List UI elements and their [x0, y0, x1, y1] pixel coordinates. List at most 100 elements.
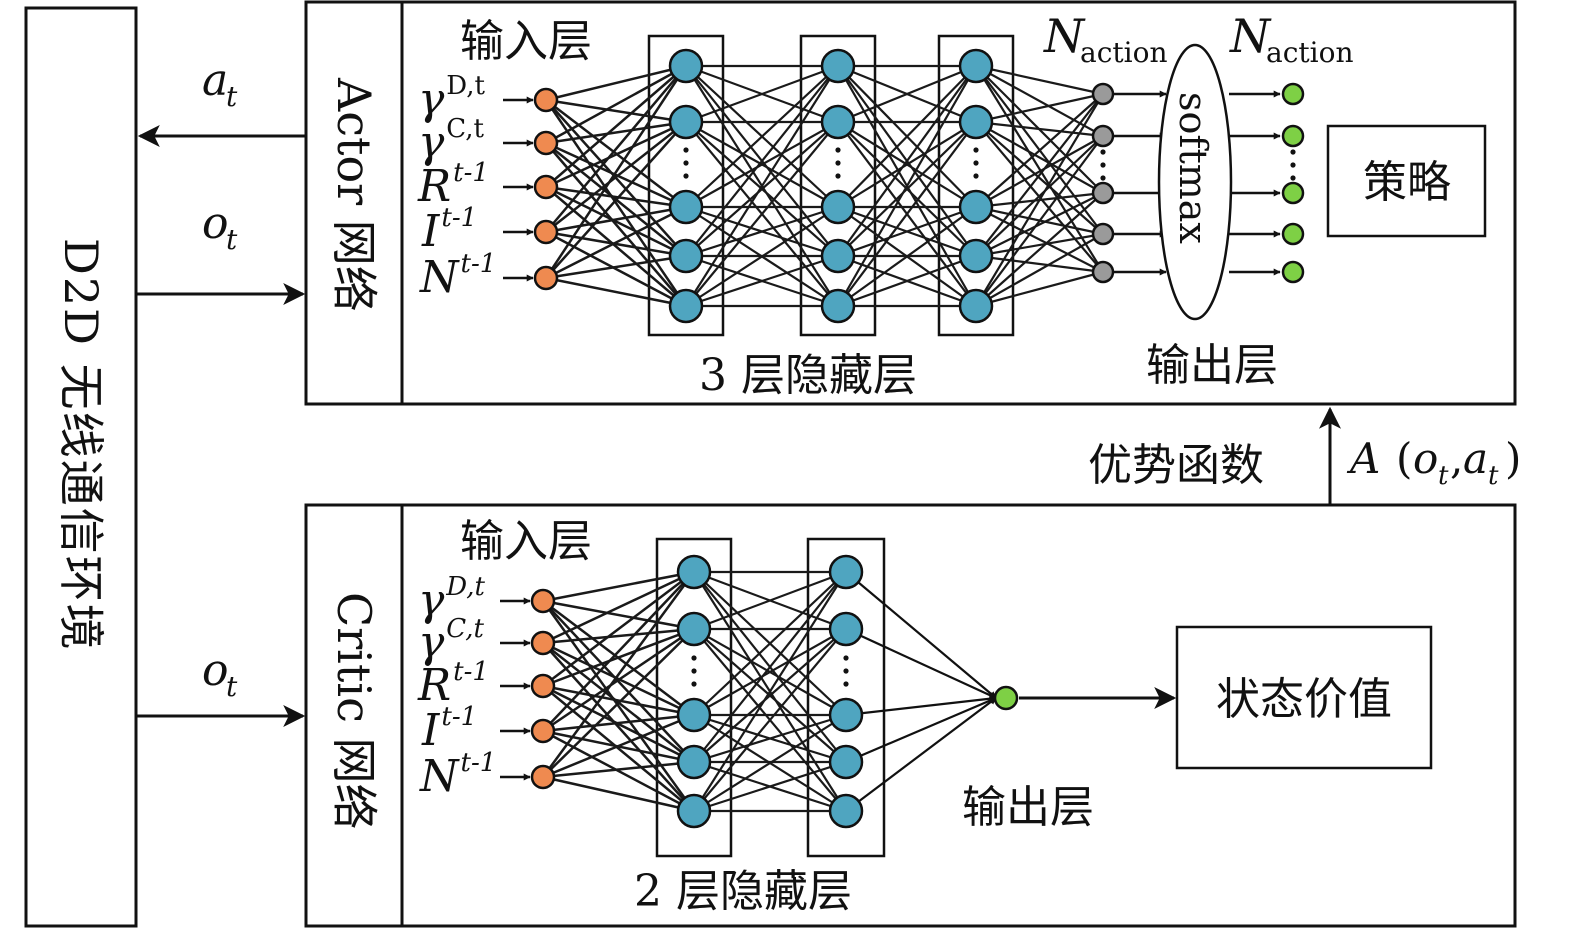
- input-node: [533, 87, 559, 113]
- policy-label: 策略: [1363, 157, 1451, 208]
- svg-text:A: A: [1346, 434, 1380, 483]
- input-node: [530, 673, 556, 699]
- pre-softmax-node: [1091, 181, 1115, 205]
- ellipsis-dots: [843, 681, 849, 687]
- edge: [693, 713, 847, 764]
- ellipsis-dots: [683, 173, 689, 179]
- edge: [542, 685, 695, 812]
- hidden-node: [828, 554, 864, 590]
- softmax-ellipse: [1157, 43, 1233, 321]
- edge: [693, 760, 847, 813]
- edge: [545, 98, 687, 124]
- edge: [837, 65, 977, 208]
- edge: [545, 205, 687, 234]
- ellipsis-dots: [835, 160, 841, 166]
- edge: [545, 64, 687, 102]
- edge: [975, 254, 1104, 274]
- environment-box: [24, 6, 138, 928]
- actor-hidden-caption: 3 层隐藏层: [699, 350, 917, 401]
- edge: [693, 570, 847, 631]
- hidden-node: [676, 697, 712, 733]
- n-action-label-left: N action: [1043, 9, 1167, 69]
- edge: [975, 135, 1104, 208]
- ellipsis-dots: [691, 681, 697, 687]
- edge: [837, 254, 977, 308]
- ellipsis-dots: [1100, 162, 1106, 168]
- edge: [542, 628, 695, 778]
- svg-text:action: action: [1080, 36, 1167, 69]
- edge: [545, 142, 687, 307]
- edge: [975, 135, 1104, 307]
- hidden-node: [828, 744, 864, 780]
- input-feature-label: Nt-1: [419, 748, 496, 802]
- pre-softmax-node: [1091, 260, 1115, 284]
- ellipsis-dots: [683, 160, 689, 166]
- hidden-node: [828, 611, 864, 647]
- actor-output-layer-label: 输出层: [1146, 340, 1278, 391]
- edge: [542, 713, 695, 779]
- hidden-node: [676, 611, 712, 647]
- edge: [545, 65, 687, 233]
- edge: [975, 192, 1104, 307]
- critic-hidden-caption: 2 层隐藏层: [634, 866, 852, 917]
- edge: [845, 697, 997, 812]
- edge: [545, 185, 687, 209]
- actor-label: Actor 网络: [327, 77, 381, 312]
- edge: [837, 121, 977, 208]
- ellipsis-dots: [1290, 162, 1296, 168]
- hidden-node: [668, 189, 704, 225]
- ellipsis-dots: [973, 147, 979, 153]
- n-action-label-right: N action: [1229, 9, 1353, 69]
- hidden-node: [668, 104, 704, 140]
- edge: [975, 93, 1104, 208]
- edge: [845, 628, 997, 699]
- ellipsis-dots: [835, 173, 841, 179]
- input-feature-label: Nt-1: [419, 249, 496, 303]
- output-node: [1281, 124, 1305, 148]
- edge: [545, 121, 687, 233]
- svg-text:a: a: [202, 55, 228, 106]
- pre-softmax-node: [1091, 124, 1115, 148]
- edge: [975, 93, 1104, 257]
- hidden-node: [676, 793, 712, 829]
- hidden-node: [820, 104, 856, 140]
- edge: [542, 713, 695, 733]
- edge: [545, 141, 687, 209]
- edge: [837, 206, 977, 307]
- svg-text:o: o: [1413, 434, 1438, 483]
- output-node: [1281, 82, 1305, 106]
- edge: [975, 206, 1104, 273]
- ellipsis-dots: [691, 655, 697, 661]
- ellipsis-dots: [973, 173, 979, 179]
- edge: [542, 627, 695, 688]
- edge: [545, 120, 687, 189]
- hidden-node: [676, 744, 712, 780]
- ellipsis-dots: [1100, 149, 1106, 155]
- input-feature-label: γD,t: [418, 572, 485, 626]
- edge: [542, 684, 695, 717]
- output-node: [1281, 222, 1305, 246]
- svg-text:,: ,: [1450, 434, 1463, 483]
- svg-text:N: N: [1229, 9, 1272, 63]
- input-node: [533, 265, 559, 291]
- svg-text:action: action: [1266, 36, 1353, 69]
- ellipsis-dots: [1290, 149, 1296, 155]
- policy-box: [1326, 124, 1487, 238]
- edge: [685, 121, 839, 307]
- ellipsis-dots: [835, 147, 841, 153]
- critic-input-layer-label: 输入层: [460, 516, 592, 567]
- input-node: [530, 588, 556, 614]
- edge: [542, 571, 695, 687]
- edge: [685, 206, 839, 307]
- edge: [837, 121, 977, 257]
- edge: [545, 121, 687, 279]
- input-node: [533, 174, 559, 200]
- edge: [545, 186, 687, 307]
- edge: [975, 121, 1104, 194]
- edge: [544, 65, 688, 279]
- ellipsis-dots: [973, 160, 979, 166]
- edge: [542, 642, 695, 812]
- actor-input-layer-label: 输入层: [460, 16, 592, 67]
- svg-text:): ): [1505, 434, 1521, 483]
